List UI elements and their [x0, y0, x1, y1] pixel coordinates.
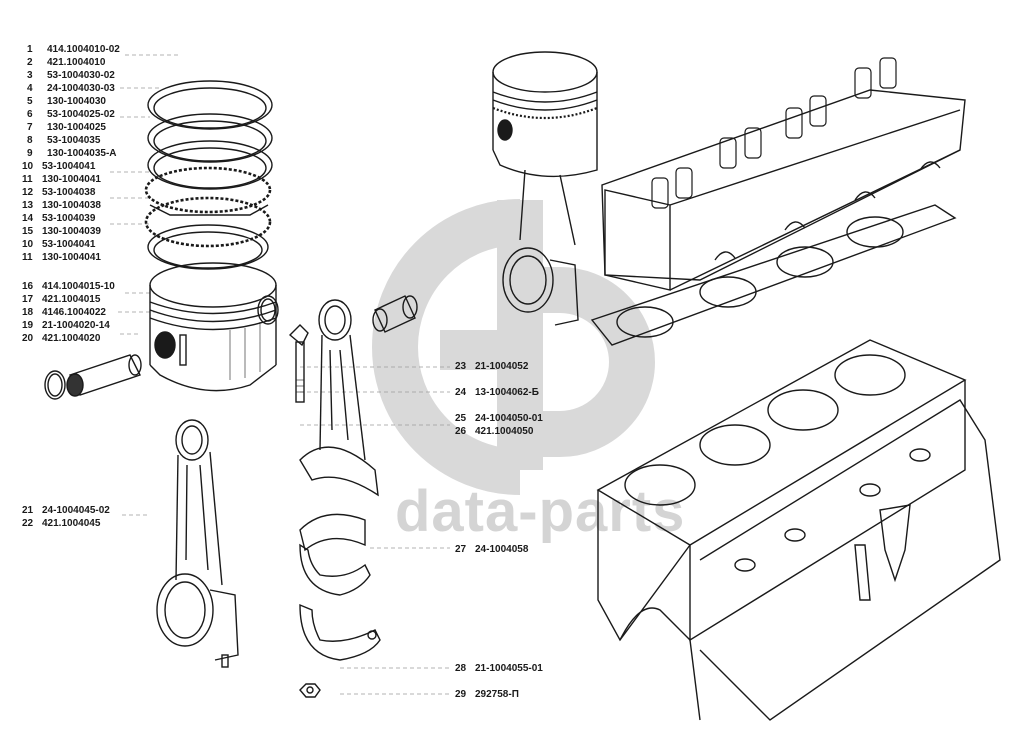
piston-rings-set	[144, 80, 273, 270]
piston-pin	[66, 354, 142, 397]
watermark-text: data-parts	[395, 479, 686, 544]
watermark-g-arc	[372, 199, 521, 495]
rod-nut	[299, 683, 321, 698]
piston-rod-assembly	[492, 51, 598, 326]
connecting-rod-assembly-left	[156, 419, 239, 668]
piston	[149, 262, 277, 392]
circlip-left	[44, 370, 66, 400]
watermark-g-bar	[440, 330, 520, 370]
leader-lines	[110, 54, 450, 695]
rod-cap	[299, 603, 381, 661]
connecting-rod-bolt	[288, 324, 309, 403]
small-end-bushing	[372, 295, 418, 333]
cylinder-head	[601, 57, 966, 291]
big-end-bearing-shells	[299, 513, 371, 596]
head-gasket	[590, 204, 957, 346]
watermark-p-bowl	[520, 267, 655, 457]
circlip-right	[257, 295, 279, 325]
connecting-rod-exploded	[299, 299, 379, 497]
cylinder-block	[596, 339, 1001, 721]
valve-springs	[651, 57, 897, 209]
